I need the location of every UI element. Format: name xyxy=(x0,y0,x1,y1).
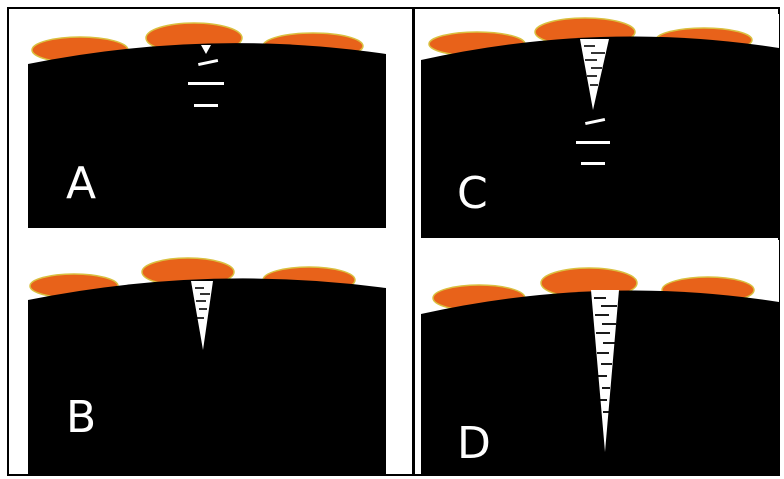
crack-fragment-3 xyxy=(581,162,605,165)
panel-b: B xyxy=(28,230,386,476)
panel-d: D xyxy=(421,240,779,476)
crack-fragment-2 xyxy=(188,82,224,85)
panel-c: C xyxy=(421,14,779,238)
crack-fragment-2 xyxy=(576,141,610,144)
panel-c-label: C xyxy=(457,172,488,216)
panel-d-label: D xyxy=(457,422,491,466)
center-divider xyxy=(412,7,415,476)
crack-fragment-3 xyxy=(194,104,218,107)
panel-a-label: A xyxy=(66,162,96,206)
panel-a: A xyxy=(28,14,386,228)
panel-b-label: B xyxy=(66,396,96,440)
